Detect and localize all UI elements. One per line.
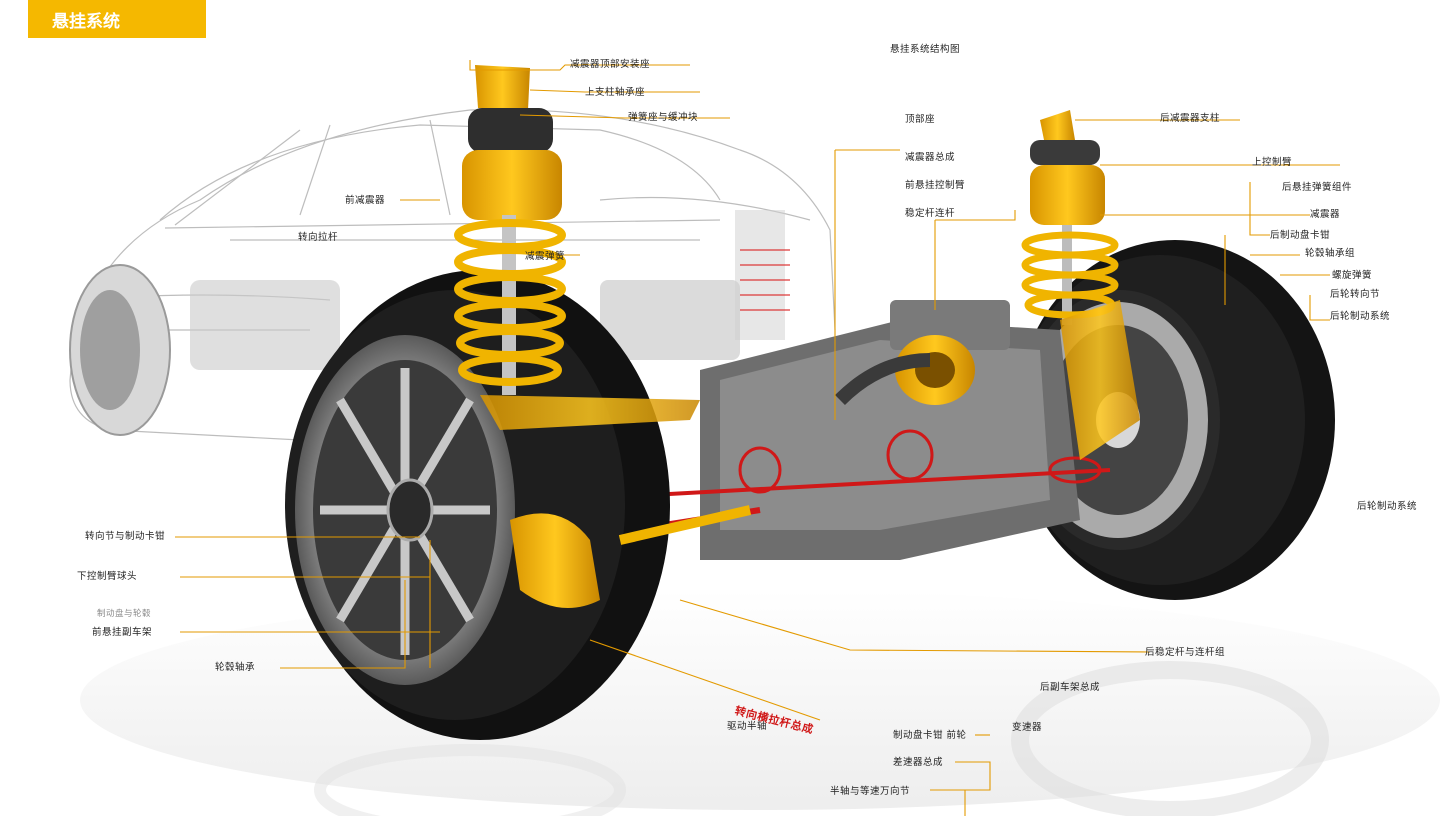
label-wheel-bearing: 轮毂轴承: [215, 662, 256, 673]
label-upper-arm: 上控制臂: [1252, 157, 1293, 168]
label-control-arm: 前悬挂控制臂: [905, 180, 966, 191]
label-rear-knuckle: 螺旋弹簧: [1332, 270, 1373, 281]
label-rear-brake: 后轮制动系统: [1330, 311, 1391, 322]
rear-left-wheel: [69, 264, 171, 436]
front-strut: [454, 65, 752, 608]
label-stabilizer-link: 稳定杆连杆: [905, 208, 956, 219]
rear-strut: [1021, 110, 1140, 460]
label-drive-shaft: 驱动半轴: [727, 721, 768, 732]
label-lower-ball-joint: 下控制臂球头: [77, 571, 138, 582]
label-damper-assembly: 减震器总成: [905, 152, 956, 163]
label-rear-strut: 后减震器支柱: [1160, 113, 1221, 124]
label-rear-stabilizer: 后稳定杆与连杆组: [1145, 647, 1226, 658]
label-shock-spring: 减震弹簧: [525, 251, 566, 262]
label-rear-damper: 减震器: [1310, 209, 1341, 220]
label-differential: 差速器总成: [893, 757, 944, 768]
label-top-mount: 减震器顶部安装座: [570, 59, 651, 70]
label-rear-caliper: 后制动盘卡钳: [1270, 230, 1331, 241]
page-title: 悬挂系统: [28, 0, 206, 38]
engine-block-bg: [190, 210, 790, 370]
label-rear-subframe: 后副车架总成: [1040, 682, 1101, 693]
label-subframe: 前悬挂副车架: [92, 627, 153, 638]
label-rear-spring-assembly: 后悬挂弹簧组件: [1282, 182, 1353, 193]
label-rear-knuckle-2: 后轮转向节: [1330, 289, 1381, 300]
leader-lines: [175, 60, 1340, 816]
front-left-wheel: [285, 270, 670, 740]
label-transmission: 变速器: [1012, 722, 1043, 733]
label-hub-bearing: 轮毂轴承组: [1305, 248, 1356, 259]
label-tie-rod: 转向拉杆: [298, 232, 339, 243]
label-spring-seat: 弹簧座与缓冲块: [628, 112, 699, 123]
label-diagram-header: 悬挂系统结构图: [890, 44, 961, 55]
label-rear-brake-system: 后轮制动系统: [1357, 501, 1418, 512]
label-mount: 顶部座: [905, 114, 936, 125]
label-front-caliper: 制动盘卡钳 前轮: [893, 730, 967, 741]
label-front-shock: 前减震器: [345, 195, 386, 206]
label-half-shaft-cv: 半轴与等速万向节: [830, 786, 911, 797]
label-knuckle-caliper: 转向节与制动卡钳: [85, 531, 166, 542]
page-title-text: 悬挂系统: [52, 12, 120, 32]
label-disc-hub: 制动盘与轮毂: [97, 609, 152, 619]
label-upper-bearing: 上支柱轴承座: [585, 87, 646, 98]
